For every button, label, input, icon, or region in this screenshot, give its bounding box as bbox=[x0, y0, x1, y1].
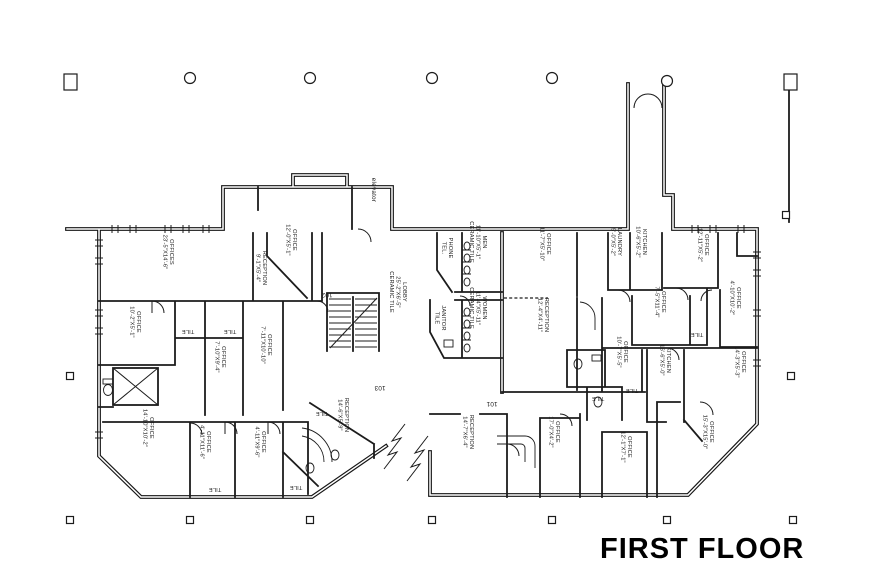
stairs bbox=[326, 292, 380, 352]
room-lobby: LOBBY25'-2"X6'-5"CERAMIC TILE bbox=[388, 271, 407, 313]
room-offices: OFFICES23'-5"X14'-6" bbox=[161, 235, 174, 270]
room-women: WOMEN11'-4"X5'-11"CERAMIC TILE bbox=[468, 287, 487, 329]
room-office-ne1: OFFICE12'-11"X5'-2" bbox=[696, 228, 709, 262]
room-office-e1: OFFICE11'-7"X5'-10" bbox=[538, 227, 551, 261]
door-arcs bbox=[151, 93, 714, 457]
room-reception-e: RECEPTION12'-4"X4'-11" bbox=[536, 298, 549, 333]
match-line-zigzag bbox=[383, 423, 429, 482]
outer-walls bbox=[65, 82, 790, 499]
room-reception-nw: RECEPTION9'-1"X5'-4" bbox=[254, 251, 267, 286]
room-office-sw3: OFFICE4'-11"X9'-6" bbox=[253, 427, 266, 458]
room-office-e4: OFFICE10'-7"X5'-5" bbox=[615, 336, 628, 367]
room-office-w2: OFFICE7'-10"X9'-4" bbox=[213, 341, 226, 372]
drawing-title: FIRST FLOOR bbox=[600, 533, 805, 565]
room-office-nw: OFFICE12'-0"X5'-1" bbox=[284, 224, 297, 255]
room-men: MEN11'-10"X5'-1"CERAMIC TILE bbox=[468, 221, 487, 263]
grid-square-marker bbox=[427, 515, 437, 525]
room-kitchen-s: KITCHEN16'-6"X5'-0" bbox=[658, 344, 671, 375]
closet-tile-e1: TILE bbox=[691, 331, 704, 337]
grid-square-marker bbox=[786, 371, 796, 381]
grid-square-marker bbox=[65, 371, 75, 381]
grid-circle-marker bbox=[183, 71, 197, 85]
room-phone: PHONETEL. bbox=[440, 238, 453, 259]
room-office-sw2: OFFICE4'-11"X11'-6" bbox=[198, 425, 211, 459]
room-reception-sw: RECEPTION14'-6"X5'-9" bbox=[336, 398, 349, 433]
room-office-w1: OFFICE10'-2"X5'-1" bbox=[128, 306, 141, 337]
closet-tile-sw3: TILE bbox=[316, 410, 329, 416]
room-office-e5: OFFICE14'-3"X5'-3" bbox=[733, 346, 746, 377]
room-reception-se: RECEPTION14'-7"X6'-4" bbox=[461, 415, 474, 450]
grid-square-marker bbox=[185, 515, 195, 525]
room-number-101: 101 bbox=[486, 400, 497, 407]
plumbing-fixtures bbox=[102, 241, 603, 474]
closet-tile-w2: TILE bbox=[224, 328, 237, 334]
room-office-se2: OFFICE12'-1"X7'-1" bbox=[619, 431, 632, 462]
room-office-sw1: OFFICE14'-10"X10'-2" bbox=[141, 409, 154, 447]
grid-circle-marker bbox=[303, 71, 317, 85]
grid-square-marker bbox=[781, 210, 791, 220]
room-office-se1: OFFICE17'-0"X4'-2" bbox=[547, 416, 560, 447]
closet-tile-w1: TILE bbox=[182, 328, 195, 334]
room-office-e3: OFFICE4'-10"X10'-2" bbox=[728, 281, 741, 316]
room-laundry: LAUNDRY5'-0"X5'-2" bbox=[609, 228, 622, 256]
room-number-103: 103 bbox=[374, 384, 385, 391]
interior-walls-right-wing bbox=[429, 232, 758, 498]
room-number-102: 102 bbox=[321, 291, 332, 298]
room-kitchen-n: KITCHEN10'-6"X5'-2" bbox=[634, 226, 647, 257]
room-office-se3: OFFICE15'-3"X15'-0" bbox=[701, 415, 714, 450]
grid-circle-marker bbox=[545, 71, 559, 85]
grid-square-marker bbox=[788, 515, 798, 525]
grid-circle-marker bbox=[660, 74, 674, 88]
closet-tile-e2: TILE bbox=[592, 395, 605, 401]
closet-tile-sw1: TILE bbox=[209, 486, 222, 492]
corner-brackets bbox=[63, 73, 798, 91]
closet-tile-sw2: TILE bbox=[290, 484, 303, 490]
grid-square-marker bbox=[65, 515, 75, 525]
window-ticks bbox=[95, 225, 761, 439]
grid-square-marker bbox=[662, 515, 672, 525]
grid-square-marker bbox=[547, 515, 557, 525]
grid-markers bbox=[65, 71, 798, 525]
room-elevator: elevator bbox=[370, 178, 377, 202]
room-office-w3: OFFICE7'-11"X10'-10" bbox=[259, 326, 272, 364]
grid-square-marker bbox=[305, 515, 315, 525]
closet-tile-e3: TILE bbox=[626, 387, 639, 393]
reception-desks bbox=[301, 301, 596, 468]
room-janitor: JANITORTILE bbox=[433, 305, 446, 330]
room-labels: OFFICES23'-5"X14'-6" RECEPTION9'-1"X5'-4"… bbox=[128, 178, 746, 492]
interior-walls-left-wing bbox=[98, 186, 376, 498]
grid-circle-marker bbox=[425, 71, 439, 85]
room-office-e2: OFFICE7'-5"X11'-4" bbox=[653, 287, 666, 318]
